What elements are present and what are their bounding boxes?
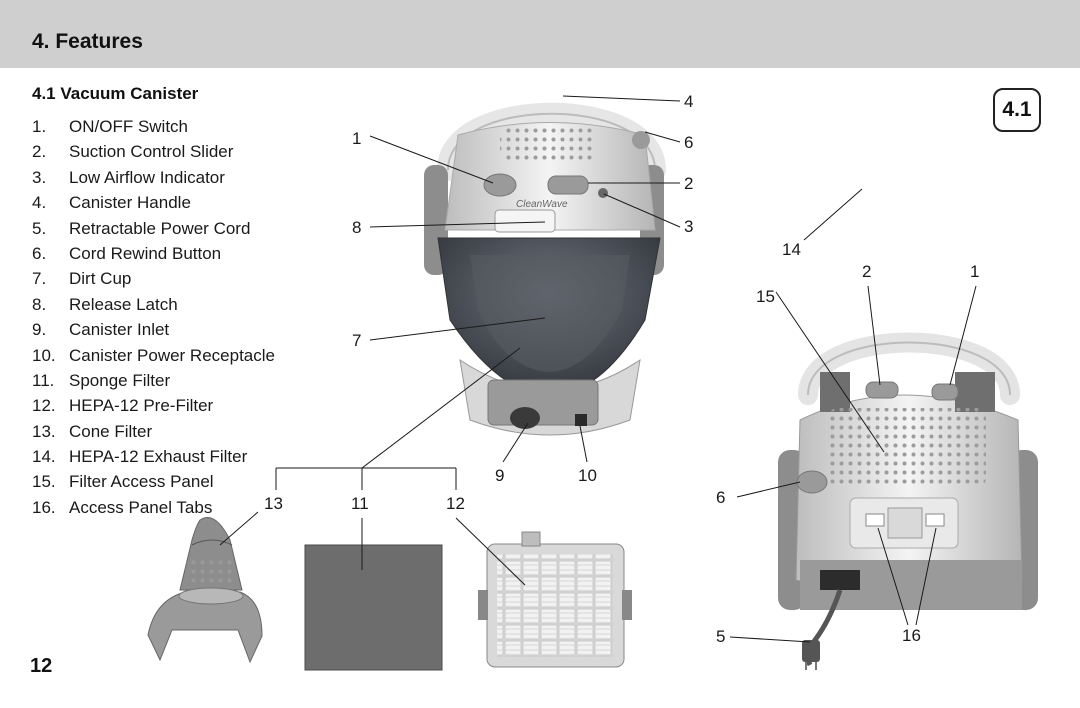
section-title: 4. Features [32,30,143,53]
feature-item: 15. Filter Access Panel [32,469,275,494]
feature-label: Access Panel Tabs [69,497,213,517]
feature-number: 14. [32,447,56,467]
callout-back-1: 1 [970,262,980,281]
feature-number: 4. [32,193,47,213]
feature-item: 9. Canister Inlet [32,317,275,342]
feature-number: 3. [32,167,47,187]
callout-back-16: 16 [902,626,921,645]
page-number: 12 [30,655,53,677]
feature-number: 12. [32,396,56,416]
front-canister: CleanWave [424,102,666,436]
front-leader-lines [275,95,681,490]
callout-back-6: 6 [716,488,726,507]
feature-label: Dirt Cup [69,269,132,289]
callout-front-9: 9 [495,466,505,485]
callout-front-10: 10 [578,466,597,485]
feature-number: 10. [32,345,56,365]
callout-back-5: 5 [716,627,726,646]
feature-label: ON/OFF Switch [69,117,189,136]
feature-item: 4. Canister Handle [32,190,275,215]
feature-label: Retractable Power Cord [69,218,251,238]
feature-item: 2. Suction Control Slider [32,139,275,164]
feature-label: Low Airflow Indicator [69,167,225,187]
feature-number: 16. [32,497,56,517]
feature-item: 14. HEPA-12 Exhaust Filter [32,444,275,469]
feature-number: 15. [32,472,56,492]
feature-number: 7. [32,269,47,289]
feature-item: 11. Sponge Filter [32,368,275,393]
figure-badge: 4.1 [993,88,1041,132]
feature-number: 13. [32,421,56,441]
feature-label: Sponge Filter [69,370,171,390]
back-leader-lines [729,188,977,643]
feature-item: 16. Access Panel Tabs [32,495,275,520]
feature-label: Cone Filter [69,421,153,441]
feature-label: HEPA-12 Exhaust Filter [69,447,248,467]
callout-back-15: 15 [756,287,775,306]
callout-front-6: 6 [684,133,694,152]
sponge-filter [304,544,443,671]
feature-label: Canister Power Receptacle [69,345,275,365]
feature-item: 6. Cord Rewind Button [32,241,275,266]
feature-label: Canister Handle [69,193,191,213]
callout-filter-11: 11 [351,494,369,513]
feature-item: 5. Retractable Power Cord [32,216,275,241]
feature-number: 5. [32,218,47,238]
hepa-pre-filter [478,531,632,668]
section-header-bar [0,0,1080,68]
feature-number: 9. [32,320,47,340]
feature-number: 11. [32,370,55,390]
subsection-title: 4.1 Vacuum Canister [32,84,199,103]
callout-front-2: 2 [684,174,694,193]
feature-item: 3. Low Airflow Indicator [32,165,275,190]
feature-item: 8. Release Latch [32,292,275,317]
feature-number: 6. [32,243,47,263]
callout-front-4: 4 [684,92,694,111]
feature-number: 8. [32,294,47,314]
feature-item: 13. Cone Filter [32,419,275,444]
callout-front-7: 7 [352,331,362,350]
callout-back-14: 14 [782,240,801,259]
feature-label: HEPA-12 Pre-Filter [69,396,214,416]
callout-filter-13: 13 [264,494,283,513]
cone-filter [147,517,263,664]
feature-label: Filter Access Panel [69,472,214,492]
feature-number: 1. [32,117,47,136]
feature-label: Cord Rewind Button [69,243,222,263]
callout-front-3: 3 [684,217,694,236]
callout-filter-12: 12 [446,494,465,513]
callout-back-2: 2 [862,262,872,281]
feature-label: Release Latch [69,294,178,314]
callout-front-1: 1 [352,129,362,148]
back-canister [778,332,1038,670]
feature-list: 1. ON/OFF Switch 2. Suction Control Slider 3… [32,114,275,520]
feature-number: 2. [32,142,47,162]
feature-item: 12. HEPA-12 Pre-Filter [32,393,275,418]
callout-front-8: 8 [352,218,362,237]
filter-leader-lines [219,511,526,586]
feature-item: 7. Dirt Cup [32,266,275,291]
brand-logo: CleanWave [516,199,568,210]
feature-label: Suction Control Slider [69,142,234,162]
feature-label: Canister Inlet [69,320,170,340]
feature-item: 1. ON/OFF Switch [32,114,275,139]
feature-item: 10. Canister Power Receptacle [32,343,275,368]
